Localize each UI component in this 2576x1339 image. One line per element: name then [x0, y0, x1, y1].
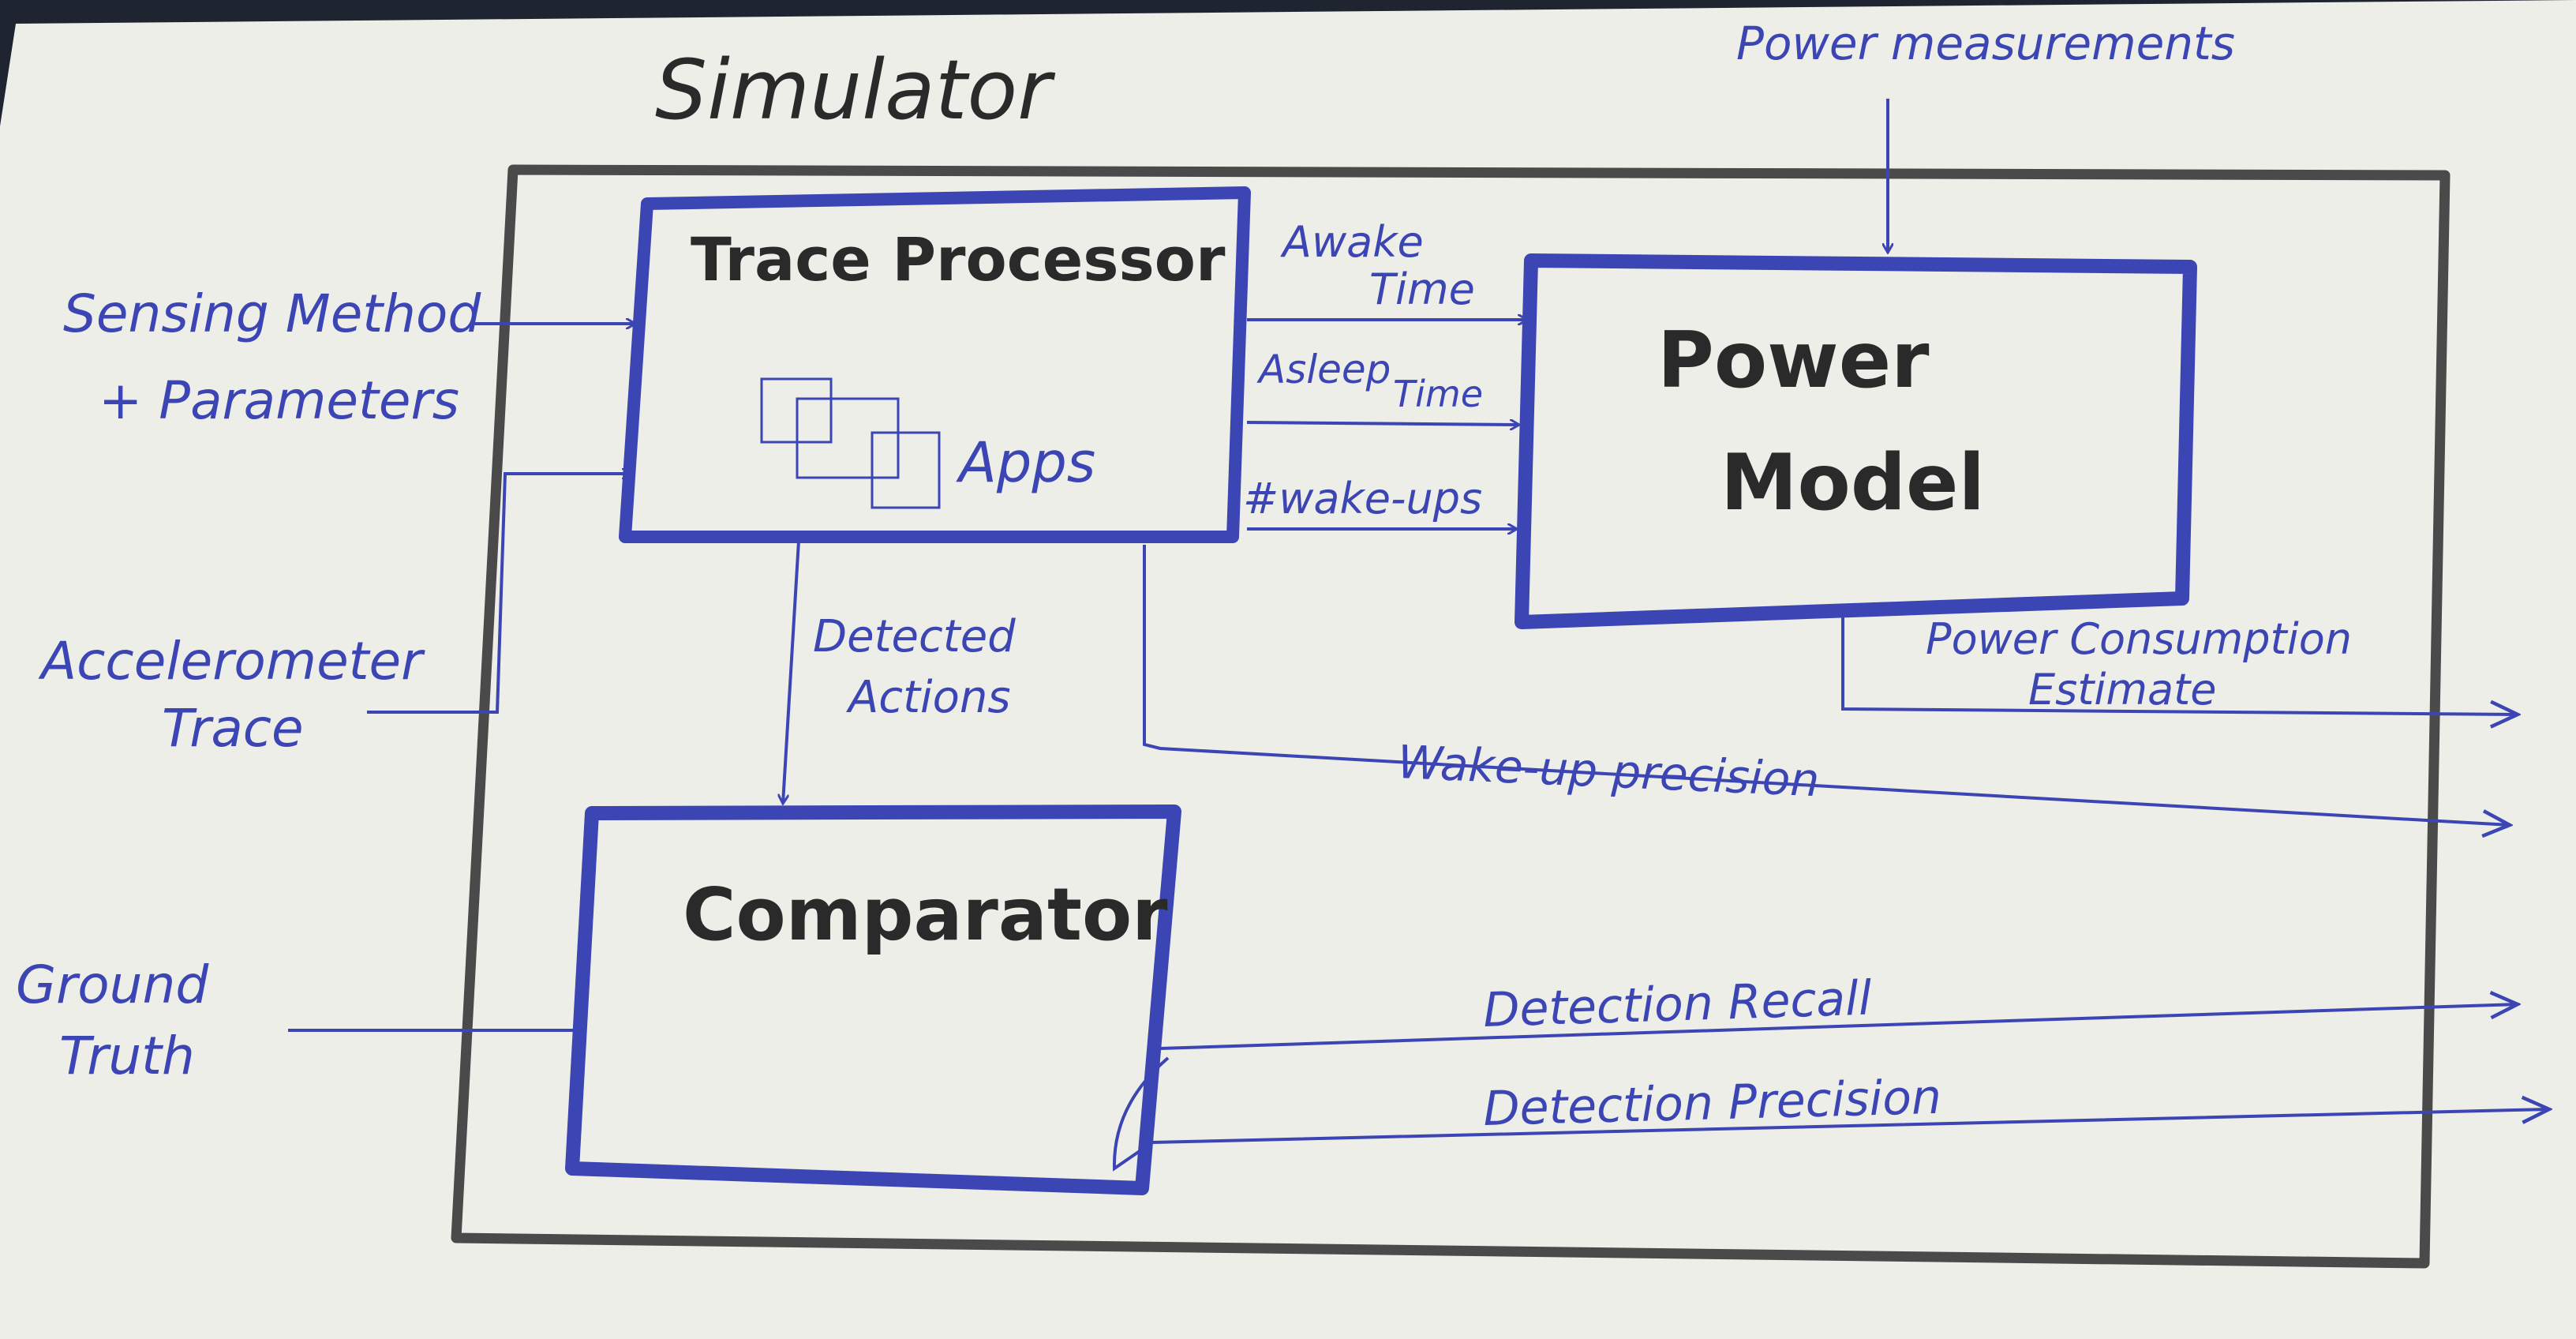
- simulator-frame: [451, 164, 2451, 1269]
- trace-processor-title: Trace Processor: [691, 224, 1226, 294]
- asleep-label: Asleep: [1256, 347, 1391, 392]
- sensing-method-label: Sensing Method: [63, 283, 481, 344]
- actions-label: Actions: [846, 672, 1011, 723]
- power-model-block: [1515, 253, 2197, 629]
- detection-recall-label: Detection Recall: [1482, 971, 1873, 1038]
- accelerometer-label: Accelerometer: [38, 631, 425, 692]
- apps-icon: [760, 377, 941, 509]
- asleep-time-label: Time: [1393, 373, 1483, 415]
- power-model-line1: Power: [1657, 316, 1930, 406]
- detected-actions-arrow: [783, 540, 800, 804]
- ground-label: Ground: [16, 955, 209, 1015]
- wakeup-precision-arrow: [1143, 545, 2510, 825]
- simulator-title: Simulator: [655, 42, 1056, 138]
- accelerometer-arrow: [367, 474, 631, 714]
- apps-label: Apps: [956, 430, 1095, 495]
- detected-label: Detected: [813, 611, 1016, 662]
- detection-precision-arrow: [1112, 1056, 2549, 1172]
- comparator-block: [565, 805, 1181, 1195]
- truth-label: Truth: [59, 1026, 195, 1086]
- wakeups-label: #wake-ups: [1243, 474, 1482, 523]
- awake-time-label: Time: [1369, 264, 1475, 314]
- awake-label: Awake: [1280, 217, 1424, 267]
- parameters-label: + Parameters: [99, 370, 459, 431]
- detection-recall-arrow: [1159, 1004, 2518, 1050]
- comparator-title: Comparator: [683, 872, 1168, 957]
- trace-processor-block: [619, 186, 1251, 543]
- power-measurements-label: Power measurements: [1736, 17, 2235, 70]
- power-consumption-arrow: [1841, 608, 2518, 715]
- detection-precision-label: Detection Precision: [1483, 1070, 1942, 1137]
- trace-label: Trace: [162, 698, 304, 759]
- power-model-line2: Model: [1720, 438, 1985, 528]
- estimate-label: Estimate: [2028, 665, 2217, 715]
- asleep-time-arrow: [1246, 422, 1519, 425]
- power-consumption-label: Power Consumption: [1926, 614, 2352, 664]
